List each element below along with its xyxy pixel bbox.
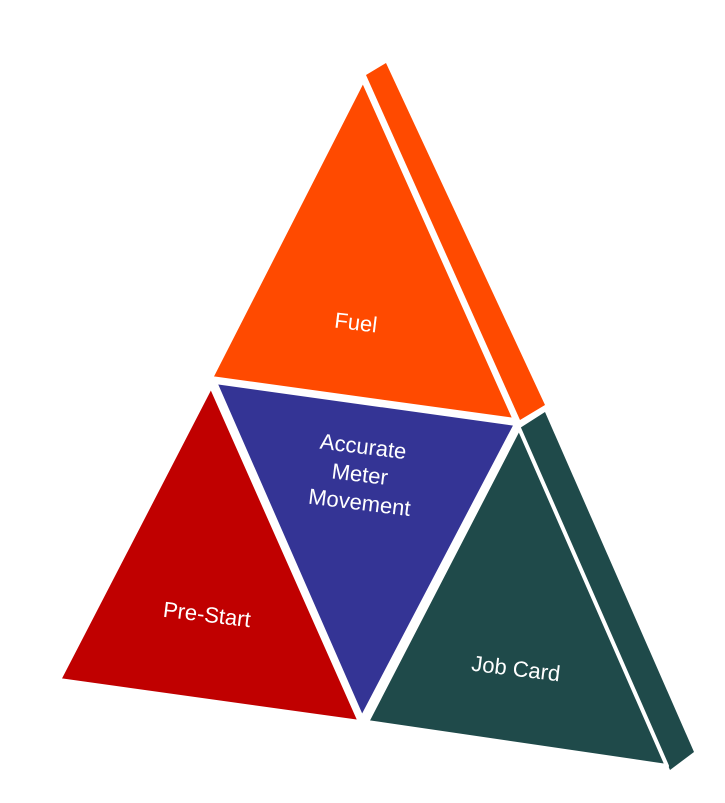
left-segment [57,384,362,724]
right-segment [365,426,669,768]
right-segment-side [520,412,694,770]
top-segment-side [366,63,545,420]
fuel-label: Fuel [333,307,379,337]
center-segment [213,380,518,720]
top-segment [209,78,517,422]
